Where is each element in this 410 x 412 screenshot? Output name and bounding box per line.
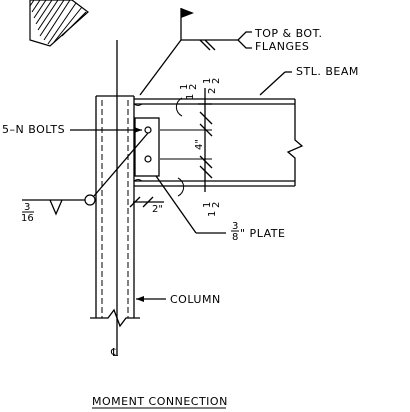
weld-size-denominator: 16 [21,213,34,224]
edge-dimension: 2" [152,204,163,215]
bottom-dimension-whole: 1 [207,211,218,217]
steel-beam [133,98,304,187]
drawing-title: MOMENT CONNECTION [92,395,228,408]
bolts [144,126,152,163]
flanges-label-line1: TOP & BOT. [254,27,323,40]
flange-leader [139,8,252,96]
bottom-dimension-den: 2 [211,202,222,208]
top-dimension-whole: 1 [185,94,196,100]
shear-plate [134,117,160,177]
plate-label: " PLATE [240,227,285,240]
top-dimension-arc [175,97,183,117]
bottom-dimension-num: 1 [202,202,213,208]
bolt-dimension-chain [160,88,213,192]
bottom-dimension-arc [177,177,185,197]
plate-leader [155,175,197,234]
top-dimension-den: 2 [188,84,199,90]
flanges-label-line2: FLANGES [255,40,309,53]
centerline-symbol: ℄ [110,346,119,359]
section-hatch-symbol [29,0,89,47]
bolt-spacing-dimension: 4" [194,139,205,150]
weld-size-numerator: 3 [24,202,30,213]
column-label: COLUMN [170,293,221,306]
plate-thickness-num: 3 [232,221,238,232]
top-dimension-num: 1 [179,84,190,90]
plate-thickness-den: 8 [232,232,238,243]
gauge-dimension-whole: 2 [207,88,218,94]
gauge-dimension-num: 1 [202,78,213,84]
column [90,95,140,328]
bolt [144,155,152,163]
bolt [144,126,152,134]
weld-symbol [22,132,149,216]
gauge-dimension-den: 2 [211,78,222,84]
bolts-label: 5–N BOLTS [2,123,65,136]
beam-label: STL. BEAM [296,65,359,78]
beam-leader [259,71,286,96]
